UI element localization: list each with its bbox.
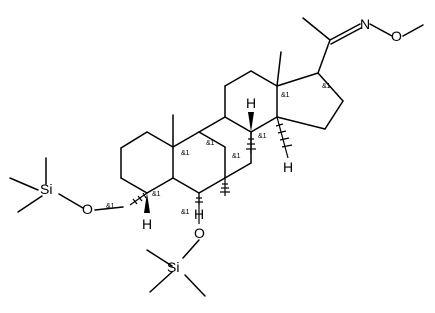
n-oxime-label: N	[360, 16, 370, 32]
si-top-label: Si	[40, 181, 52, 197]
stereo-c9: &1	[206, 140, 215, 147]
o-oxime-label: O	[391, 28, 402, 44]
stereo-c13: &1	[281, 92, 290, 99]
ring-c-bonds	[198, 70, 278, 133]
hashed-wedges	[129, 132, 256, 224]
si-bottom-label: Si	[167, 259, 179, 275]
h-c5-label: H	[142, 216, 152, 232]
stereo-c10: &1	[181, 150, 190, 157]
stereo-c6: &1	[181, 209, 190, 216]
stereo-labels: &1 &1 &1 &1 &1 &1 &1 &1 &1	[106, 83, 331, 216]
o-c3-label: O	[82, 201, 93, 217]
stereo-c5: &1	[152, 191, 161, 198]
substituent-bonds	[172, 17, 424, 148]
stereo-c8: &1	[232, 153, 241, 160]
h-c8-label: H	[246, 95, 256, 111]
h-c14-bond	[275, 116, 293, 159]
atom-labels: O Si O Si N O H H H H	[40, 16, 402, 275]
stereo-c17: &1	[322, 83, 331, 90]
o-c6-label: O	[194, 225, 205, 241]
stereo-c14: &1	[258, 133, 267, 140]
silyl-ether-bonds	[9, 157, 206, 297]
h-c14-label: H	[283, 159, 293, 175]
ring-a-bonds	[120, 131, 174, 194]
filled-wedges	[144, 112, 254, 213]
h-c9-label: H	[194, 206, 204, 222]
ring-b-bonds	[172, 131, 226, 194]
stereo-c3: &1	[106, 203, 115, 210]
